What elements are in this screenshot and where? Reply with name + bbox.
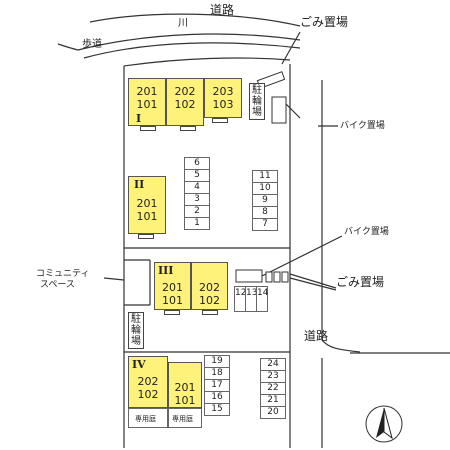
parking-slot: 20 (260, 406, 286, 419)
entrance (138, 234, 154, 239)
entrance (140, 126, 156, 131)
entrance (164, 310, 180, 315)
garbage-label-mid: ごみ置場 (336, 275, 385, 289)
entrance (202, 310, 218, 315)
unit-upper: 203 (212, 85, 234, 98)
unit-lower: 102 (199, 294, 220, 307)
building-4-unit-b: 201 101 (168, 362, 202, 408)
community-space-line1: コミュニティ (36, 269, 90, 279)
river-label: 川 (178, 18, 188, 29)
parking-slot: 4 (184, 181, 210, 194)
road-label-top: 道路 (210, 3, 235, 17)
unit-upper: 201 (136, 197, 158, 210)
unit-upper: 202 (199, 281, 220, 294)
building-1-roman: I (136, 112, 142, 125)
unit-upper: 202 (137, 375, 159, 388)
parking-slot: 15 (204, 403, 230, 416)
parking-slot: 14 (256, 286, 268, 312)
building-3-unit-b: 202 102 (191, 262, 228, 310)
unit-lower: 103 (212, 98, 234, 111)
unit-lower: 101 (136, 210, 158, 223)
building-1-unit-a: 201 101 (128, 78, 166, 126)
entrance (212, 118, 228, 123)
bike-parking-label-mid: バイク置場 (344, 227, 389, 237)
bicycle-parking-top: 駐 輪 場 (249, 83, 265, 120)
building-3-roman: III (158, 264, 174, 277)
community-space-line2: スペース (40, 280, 75, 290)
unit-lower: 101 (162, 294, 183, 307)
unit-upper: 201 (162, 281, 183, 294)
unit-lower: 102 (137, 388, 159, 401)
sidewalk-label: 歩道 (82, 39, 102, 50)
building-2-roman: II (134, 178, 145, 191)
road-label-right: 道路 (304, 329, 329, 343)
building-1-unit-c: 203 103 (204, 78, 242, 118)
parking-slot: 6 (184, 157, 210, 170)
private-garden-2: 専用庭 (168, 408, 202, 428)
unit-lower: 102 (174, 98, 196, 111)
unit-upper: 201 (136, 85, 158, 98)
bike-parking-label-top: バイク置場 (340, 121, 385, 131)
parking-slot: 1 (184, 217, 210, 230)
community-space-label: コミュニティ スペース (36, 270, 89, 290)
unit-upper: 201 (174, 381, 196, 394)
building-2: 201 101 (128, 176, 166, 234)
private-garden-1-label: 専用庭 (135, 415, 156, 423)
building-4-roman: IV (132, 358, 146, 371)
unit-lower: 101 (136, 98, 158, 111)
building-4-unit-a: 202 102 (128, 356, 168, 408)
private-garden-1: 専用庭 (128, 408, 168, 428)
building-3-unit-a: 201 101 (154, 262, 191, 310)
bicycle-parking-left: 駐 輪 場 (128, 312, 144, 349)
parking-slot: 12 (234, 286, 246, 312)
entrance (180, 126, 196, 131)
garbage-label-top: ごみ置場 (300, 15, 349, 29)
unit-upper: 202 (174, 85, 196, 98)
unit-lower: 101 (174, 394, 196, 407)
private-garden-2-label: 専用庭 (172, 415, 193, 423)
parking-slot: 2 (184, 205, 210, 218)
north-arrow-icon (365, 405, 403, 443)
building-1-unit-b: 202 102 (166, 78, 204, 126)
parking-slot: 7 (252, 218, 278, 231)
